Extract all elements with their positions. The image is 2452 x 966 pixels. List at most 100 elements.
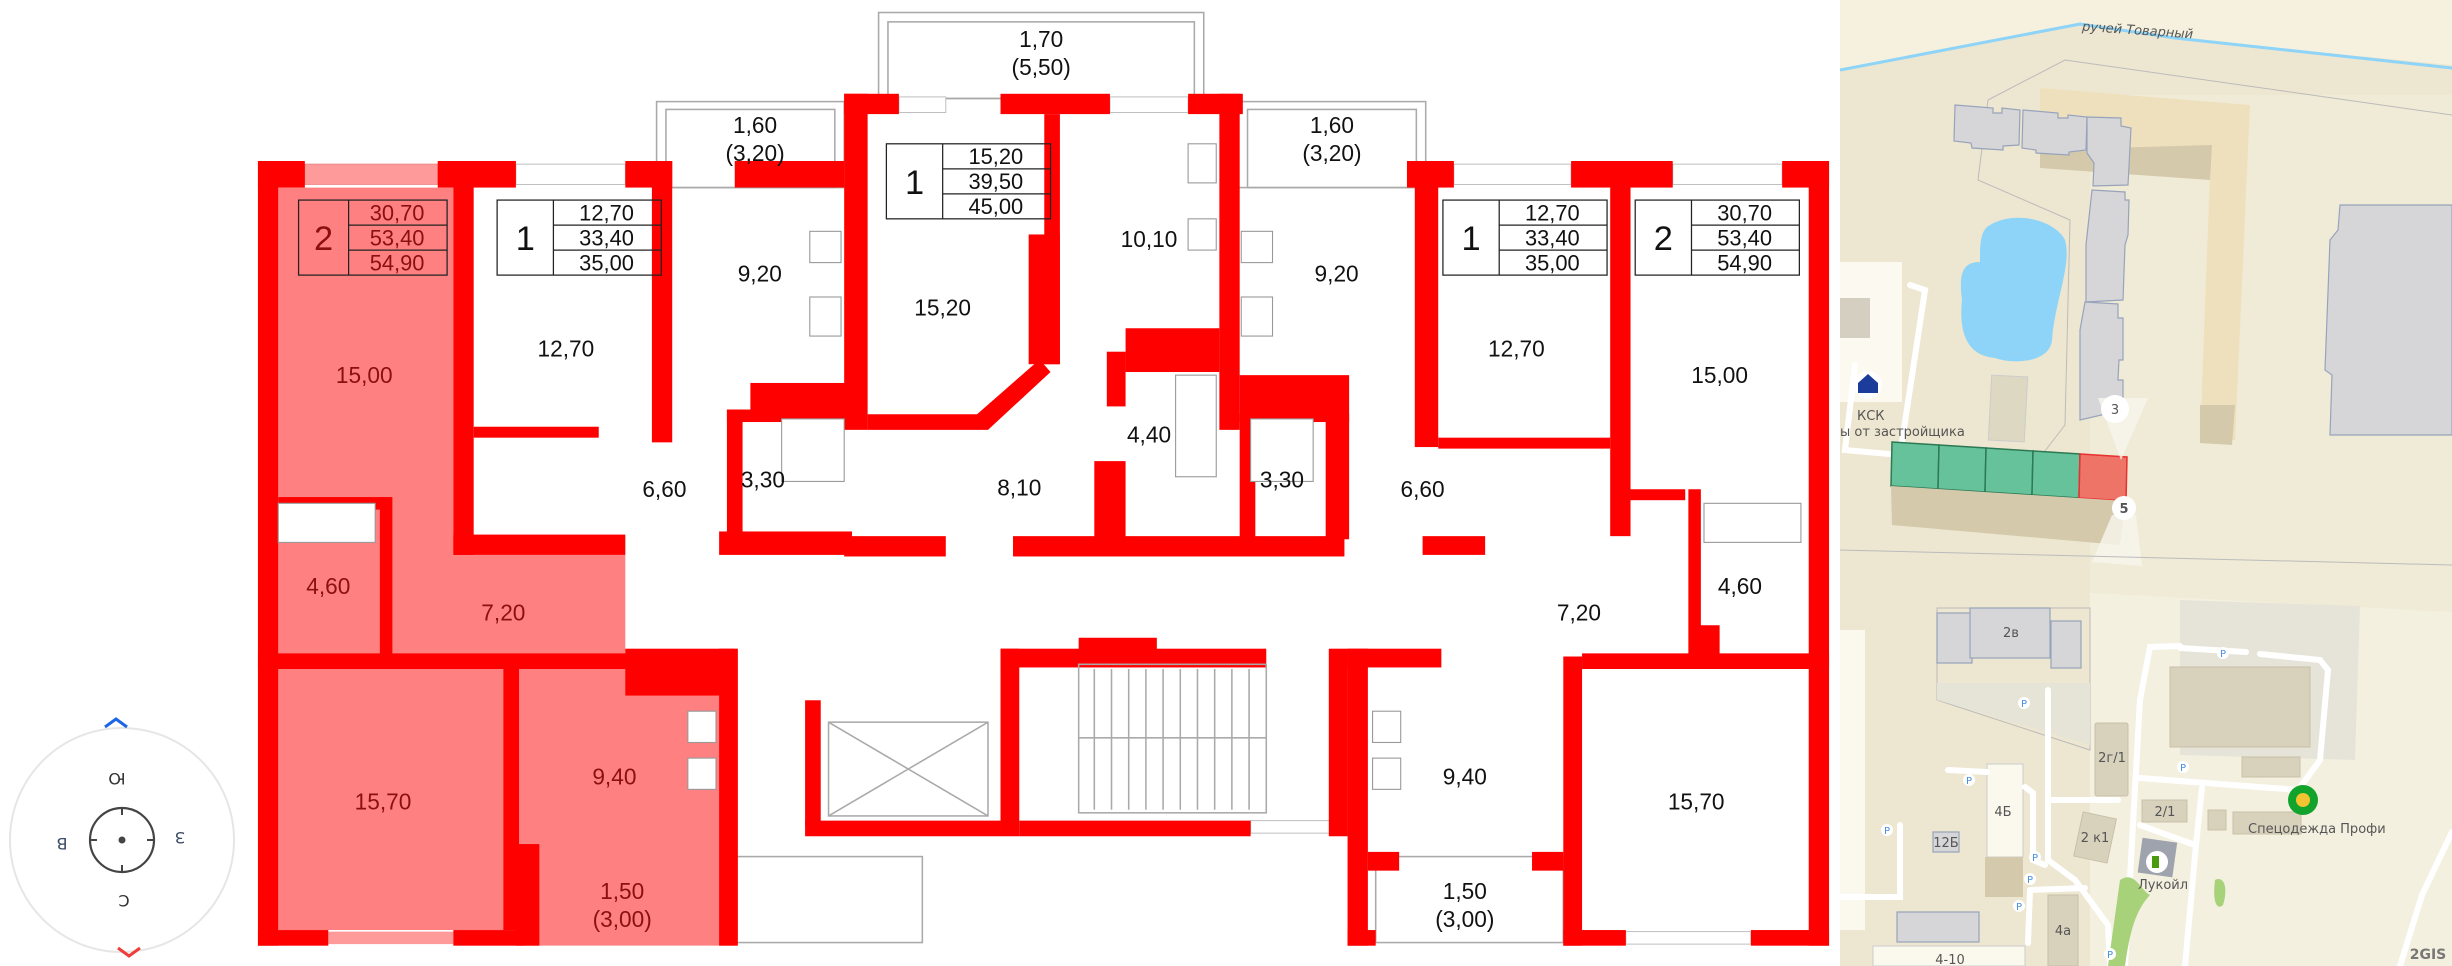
room-area: 12,70 (538, 335, 595, 361)
room-area: 6,60 (642, 476, 686, 502)
svg-text:P: P (2016, 902, 2022, 913)
total-area: 33,40 (1525, 225, 1580, 250)
residential-buildings (1953, 104, 2452, 436)
room-area: 4,60 (306, 573, 350, 599)
direction-west: В (57, 834, 68, 853)
room-area: 7,20 (481, 600, 525, 626)
total-area-with-balcony: 54,90 (370, 250, 425, 275)
entrance-marker[interactable]: 5 (2092, 496, 2142, 566)
svg-text:P: P (2027, 875, 2033, 886)
room-area: 9,40 (1443, 764, 1487, 790)
compass[interactable]: Ю З В С (0, 700, 250, 966)
svg-text:P: P (1884, 826, 1890, 837)
svg-text:P: P (2220, 649, 2226, 660)
room-area: 9,20 (1315, 260, 1359, 286)
section-available[interactable] (1890, 441, 1940, 490)
room-area: 15,70 (355, 789, 412, 815)
section-selected[interactable] (2078, 453, 2128, 502)
balcony-area: 1,50 (600, 878, 644, 904)
room-area: 8,10 (997, 475, 1041, 501)
room-area: 12,70 (1488, 335, 1545, 361)
map-brand-logo: 2GIS (2410, 947, 2447, 963)
chevron-up-icon[interactable] (104, 717, 128, 729)
direction-north: С (118, 891, 129, 910)
svg-text:Спецодежда Профи: Спецодежда Профи (2248, 822, 2386, 837)
ksk-poi[interactable]: КСК ы от застройщика (1840, 371, 1965, 440)
direction-south: Ю (108, 769, 125, 788)
room-area: 10,10 (1121, 226, 1178, 252)
total-area-with-balcony: 35,00 (579, 250, 634, 275)
floor-plan: 12,70 9,20 6,60 3,30 15,20 10,10 8,10 4,… (257, 11, 1830, 946)
room-area: 15,20 (914, 295, 971, 321)
total-area-with-balcony: 54,90 (1717, 250, 1772, 275)
section-available[interactable] (1937, 444, 1987, 493)
room-area: 9,20 (738, 260, 782, 286)
room-area: 3,30 (1260, 467, 1304, 493)
section-available[interactable] (1984, 447, 2034, 496)
room-area: 3,30 (741, 467, 785, 493)
svg-text:4-10: 4-10 (1935, 953, 1965, 966)
svg-text:P: P (2107, 950, 2113, 961)
rooms-count: 2 (1654, 220, 1673, 258)
room-area: 4,60 (1718, 573, 1762, 599)
living-area: 30,70 (1717, 200, 1772, 225)
living-area: 12,70 (1525, 200, 1580, 225)
balcony-full-area: (3,20) (1302, 140, 1361, 166)
room-area: 15,00 (336, 362, 393, 388)
selected-room-labels: 15,00 4,60 7,20 15,70 9,40 1,50 (3,00) (306, 362, 652, 932)
gas-station-poi[interactable]: Лукойл (2137, 837, 2188, 893)
elevator-shaft (827, 721, 989, 817)
living-area: 30,70 (370, 200, 425, 225)
selected-apartment[interactable] (278, 187, 735, 946)
balcony-full-area: (3,00) (1435, 906, 1494, 932)
living-area: 15,20 (968, 144, 1023, 169)
roads (1840, 643, 2452, 966)
building-sections[interactable] (1890, 441, 2128, 545)
living-area: 12,70 (579, 200, 634, 225)
svg-text:P: P (2032, 853, 2038, 864)
apartment-info-selected[interactable]: 2 30,70 53,40 54,90 (297, 199, 448, 276)
walls (257, 93, 1830, 946)
workwear-shop-poi[interactable]: Спецодежда Профи (2248, 785, 2386, 837)
balcony-area: 1,60 (733, 112, 777, 138)
svg-text:2/1: 2/1 (2155, 805, 2176, 820)
balcony-full-area: (3,20) (725, 140, 784, 166)
svg-text:P: P (2180, 763, 2186, 774)
balcony-full-area: (5,50) (1012, 54, 1071, 80)
svg-text:3: 3 (2111, 403, 2119, 418)
svg-text:КСК: КСК (1857, 409, 1885, 424)
river-line (1840, 22, 2452, 72)
rooms-count: 1 (1461, 220, 1480, 258)
svg-text:2 к1: 2 к1 (2081, 831, 2110, 846)
svg-text:Лукойл: Лукойл (2138, 878, 2188, 893)
section-available[interactable] (2031, 450, 2081, 499)
total-area: 53,40 (370, 225, 425, 250)
svg-text:ы от застройщика: ы от застройщика (1840, 425, 1965, 440)
total-area-with-balcony: 35,00 (1525, 250, 1580, 275)
balcony-area: 1,60 (1310, 112, 1354, 138)
room-area: 6,60 (1401, 476, 1445, 502)
total-area: 33,40 (579, 225, 634, 250)
total-area-with-balcony: 45,00 (968, 194, 1023, 219)
svg-text:2в: 2в (2003, 626, 2019, 641)
entrance-marker[interactable]: 3 (2098, 395, 2148, 460)
svg-text:12Б: 12Б (1933, 836, 1958, 851)
parking-markers: P P P P P P P P P (1881, 647, 2229, 961)
direction-east: З (175, 828, 185, 847)
balcony-full-area: (3,00) (593, 906, 652, 932)
pond (1960, 217, 2067, 362)
chevron-down-icon[interactable] (117, 946, 141, 958)
svg-text:4а: 4а (2055, 924, 2071, 939)
total-area: 53,40 (1717, 225, 1772, 250)
svg-text:P: P (2021, 699, 2027, 710)
compass-dial-icon[interactable] (88, 806, 156, 874)
map-buildings: 2в 2г/1 4Б 2/1 12Б 2 к1 4а 4-10 (1840, 607, 2311, 966)
room-labels: 12,70 9,20 6,60 3,30 15,20 10,10 8,10 4,… (538, 26, 1762, 932)
balcony-area: 1,70 (1019, 26, 1063, 52)
rooms-count: 1 (905, 164, 924, 202)
location-map[interactable]: ручей Товарный КСК ы от застройщика 3 (1840, 0, 2452, 966)
